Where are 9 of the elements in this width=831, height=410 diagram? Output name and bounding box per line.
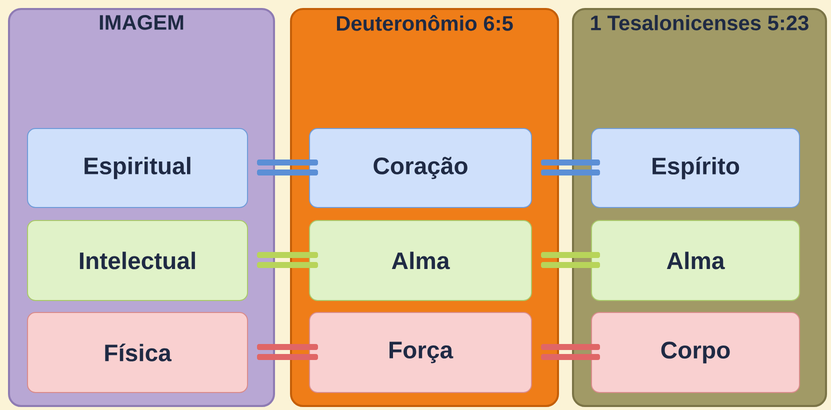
item-box: Espírito [591, 128, 800, 208]
item-box: Alma [591, 220, 800, 301]
item-box: Espiritual [27, 128, 248, 208]
item-box: Força [309, 312, 532, 393]
item-box: Corpo [591, 312, 800, 393]
item-box: Coração [309, 128, 532, 208]
item-box: Intelectual [27, 220, 248, 301]
item-box: Física [27, 312, 248, 393]
item-box: Alma [309, 220, 532, 301]
